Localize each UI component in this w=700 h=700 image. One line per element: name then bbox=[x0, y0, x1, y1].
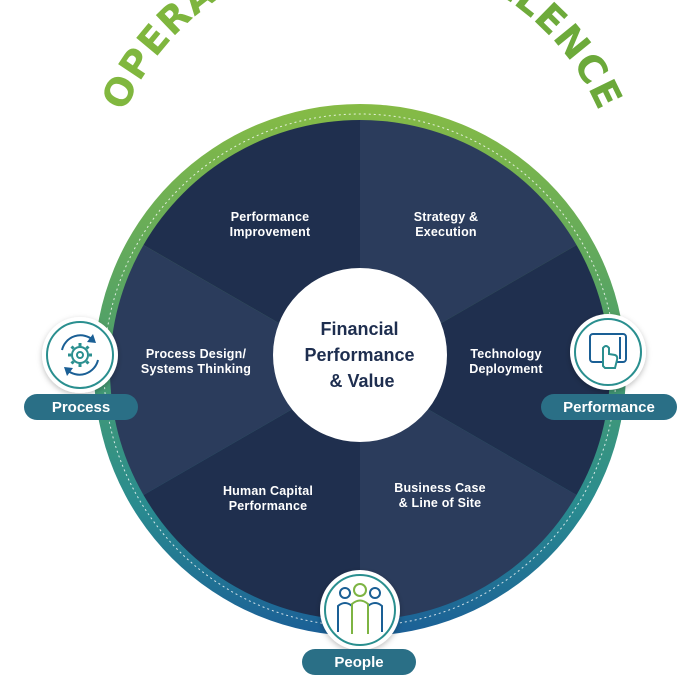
process-label: Process bbox=[52, 399, 110, 416]
diagram-title: OPERATIONAL EXCELLENCE bbox=[93, 0, 631, 116]
touch-screen-icon bbox=[589, 333, 627, 369]
performance-label: Performance bbox=[563, 399, 655, 416]
segment-label: Business Case& Line of Site bbox=[394, 481, 486, 510]
segment-label: Strategy &Execution bbox=[414, 210, 479, 239]
segment-wedge bbox=[360, 370, 577, 620]
segment-wedge bbox=[110, 245, 360, 495]
segment-label: Process Design/Systems Thinking bbox=[141, 347, 251, 376]
segment-wedge bbox=[360, 245, 610, 495]
people-group-icon bbox=[337, 583, 383, 634]
people-badge[interactable]: People bbox=[302, 570, 416, 675]
center-label: Financial Performance & Value bbox=[304, 319, 419, 391]
people-label: People bbox=[334, 654, 383, 671]
process-pill[interactable] bbox=[24, 394, 138, 420]
gear-cycle-icon bbox=[61, 334, 99, 376]
people-pill[interactable] bbox=[302, 649, 416, 675]
segment-wedge bbox=[143, 370, 360, 620]
center-circle bbox=[273, 268, 447, 442]
performance-pill[interactable] bbox=[541, 394, 677, 420]
process-badge[interactable]: Process bbox=[24, 317, 138, 420]
performance-badge[interactable]: Performance bbox=[541, 314, 677, 420]
